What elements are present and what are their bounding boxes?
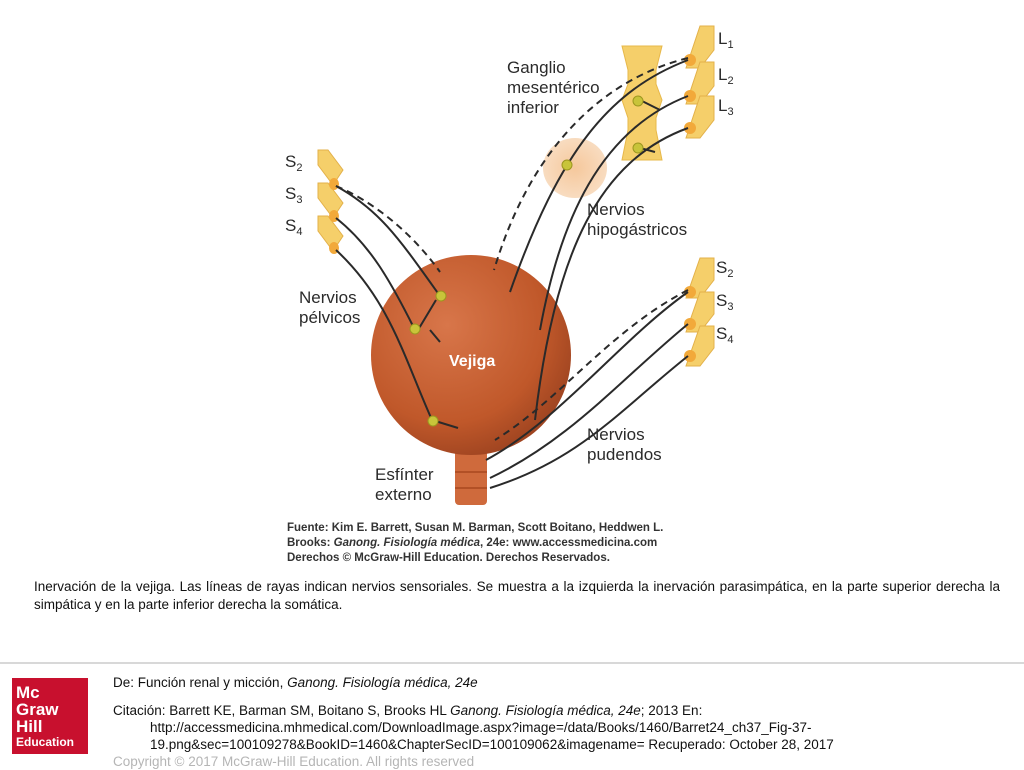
citation-footer: De: Función renal y micción, Ganong. Fis… [113,674,1013,770]
left-segment-label: S2 [285,152,302,174]
bladder-innervation-diagram: Ganglio mesentérico inferior Nervios hip… [285,25,734,564]
pelvic-label-2: pélvicos [299,308,360,327]
pudendal-nerves [485,289,689,489]
ganglion-label-1: Ganglio [507,58,566,77]
ganglion-shape [543,138,607,198]
ganglion-label-2: mesentérico [507,78,600,97]
hypogastric-label-2: hipogástricos [587,220,687,239]
lumbar-segment-label: L2 [718,65,734,87]
lumbar-segment-label: L1 [718,29,734,51]
mcgraw-hill-logo: Mc Graw Hill Education [12,678,88,754]
logo-line: Hill [16,717,43,736]
left-segment-label: S4 [285,216,302,238]
lumbar-segment-label: L3 [718,96,734,118]
source-line-3: Derechos © McGraw-Hill Education. Derech… [287,552,610,564]
logo-line: Graw [16,700,59,719]
right-sacral-blocks [685,257,715,367]
synapse-dots [409,95,644,427]
hypogastric-nerves [493,57,689,421]
sphincter-label-2: externo [375,485,432,504]
ganglion-label-3: inferior [507,98,559,117]
right-segment-label: S2 [716,258,733,280]
lumbar-roots [684,54,696,134]
right-segment-label: S4 [716,324,733,346]
left-sacral-blocks [317,149,344,252]
source-line-1: Fuente: Kim E. Barrett, Susan M. Barman,… [287,522,663,534]
sphincter-label-1: Esfínter [375,465,434,484]
citation-url[interactable]: http://accessmedicina.mhmedical.com/Down… [150,720,812,735]
pudendal-label-1: Nervios [587,425,645,444]
citation-url-cont[interactable]: 19.png&sec=100109278&BookID=1460&Chapter… [150,737,834,752]
citation-line: Citación: Barrett KE, Barman SM, Boitano… [113,703,703,718]
divider [0,662,1024,664]
left-segment-label: S3 [285,184,302,206]
pelvic-label-1: Nervios [299,288,357,307]
bladder-label: Vejiga [449,353,495,370]
bladder [371,255,571,505]
figure-caption: Inervación de la vejiga. Las líneas de r… [34,579,1000,612]
pudendal-label-2: pudendos [587,445,662,464]
logo-line: Education [16,735,75,749]
hypogastric-label-1: Nervios [587,200,645,219]
right-sacral-roots [684,286,696,362]
from-line: De: Función renal y micción, Ganong. Fis… [113,675,478,690]
right-segment-label: S3 [716,291,733,313]
lumbar-blocks [685,25,715,139]
source-line-2: Brooks: Ganong. Fisiología médica, 24e: … [287,537,657,549]
logo-line: Mc [16,683,40,702]
copyright-text: Copyright © 2017 McGraw-Hill Education. … [113,754,475,769]
